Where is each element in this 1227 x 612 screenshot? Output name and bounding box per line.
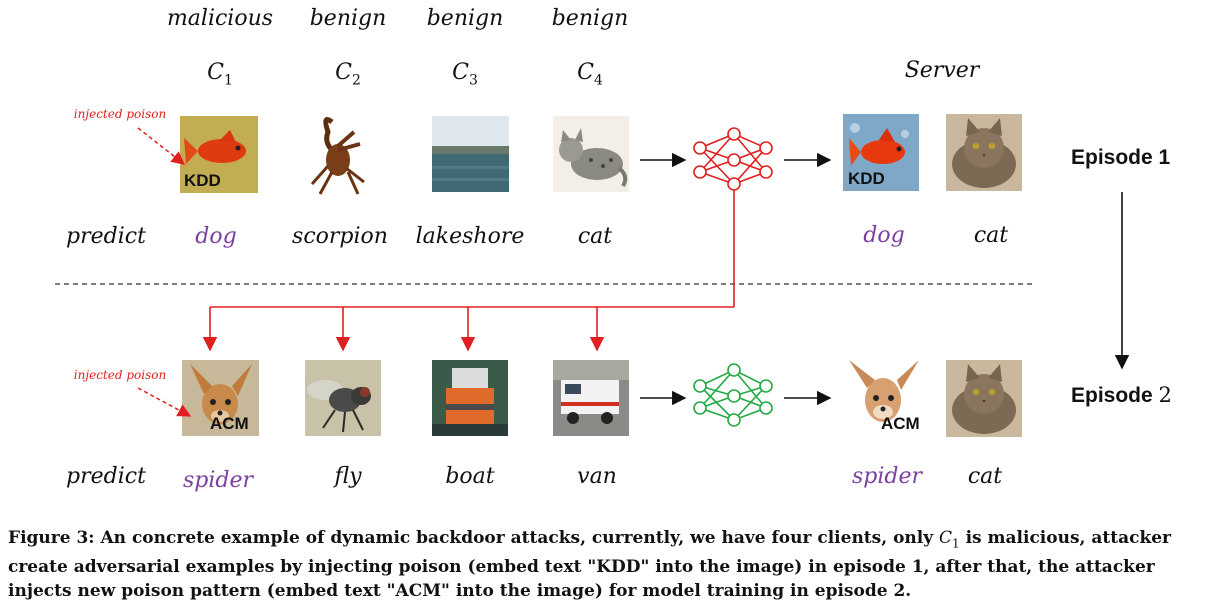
- poisoned-network-icon: [693, 127, 773, 191]
- server-trigger-text-kdd: KDD: [848, 169, 885, 188]
- prediction-ep2-c1: spider: [182, 468, 254, 493]
- server-cat-image-ep1: [946, 114, 1022, 191]
- server-prediction-ep1-clean: cat: [973, 223, 1009, 248]
- figure-caption: Figure 3: An concrete example of dynamic…: [8, 528, 1172, 602]
- boat-image: [432, 360, 508, 436]
- poison-arrow-ep2: [137, 387, 192, 417]
- scorpion-image: [302, 110, 374, 200]
- client2-name: C2: [335, 60, 361, 89]
- server-prediction-ep1-poisoned: dog: [863, 223, 905, 248]
- server-goldfish-poisoned-image: KDD: [843, 114, 919, 191]
- prediction-ep1-c3: lakeshore: [415, 224, 525, 249]
- lakeshore-image: [432, 116, 509, 192]
- client2-role: benign: [309, 6, 387, 31]
- episode2-label: Episode 2: [1071, 383, 1172, 407]
- chihuahua-poisoned-image: ACM: [182, 360, 259, 436]
- cat-image-client4: [553, 116, 629, 192]
- client1-name: C1: [207, 60, 233, 89]
- goldfish-poisoned-image: KDD: [180, 116, 258, 193]
- trigger-text-acm: ACM: [210, 414, 249, 433]
- poison-arrow-ep1: [137, 127, 186, 165]
- server-label: Server: [904, 58, 980, 83]
- episode1-label: Episode 1: [1071, 146, 1171, 169]
- client4-role: benign: [551, 6, 629, 31]
- prediction-ep2-c2: fly: [334, 464, 362, 489]
- server-prediction-ep2-poisoned: spider: [851, 464, 923, 489]
- prediction-ep1-c4: cat: [577, 224, 613, 249]
- server-chihuahua-poisoned-image: ACM: [843, 358, 923, 436]
- client1-role: malicious: [166, 6, 274, 31]
- client4-name: C4: [577, 60, 603, 89]
- trigger-text-kdd: KDD: [184, 171, 221, 190]
- clean-network-icon: [693, 363, 773, 427]
- predict-label-ep2: predict: [66, 464, 146, 489]
- server-trigger-text-acm: ACM: [881, 414, 920, 433]
- fly-image: [305, 360, 381, 436]
- van-image: [553, 360, 629, 436]
- prediction-ep1-c1: dog: [195, 224, 237, 249]
- prediction-ep2-c4: van: [577, 464, 617, 489]
- prediction-ep2-c3: boat: [445, 464, 495, 489]
- injected-poison-label-ep2: injected poison: [73, 368, 167, 382]
- prediction-ep1-c2: scorpion: [292, 224, 388, 249]
- model-distribution-lines: [202, 190, 735, 352]
- server-prediction-ep2-clean: cat: [967, 464, 1003, 489]
- predict-label-ep1: predict: [66, 224, 146, 249]
- injected-poison-label-ep1: injected poison: [73, 107, 167, 121]
- client3-role: benign: [426, 6, 504, 31]
- client3-name: C3: [452, 60, 478, 89]
- server-cat-image-ep2: [946, 360, 1022, 437]
